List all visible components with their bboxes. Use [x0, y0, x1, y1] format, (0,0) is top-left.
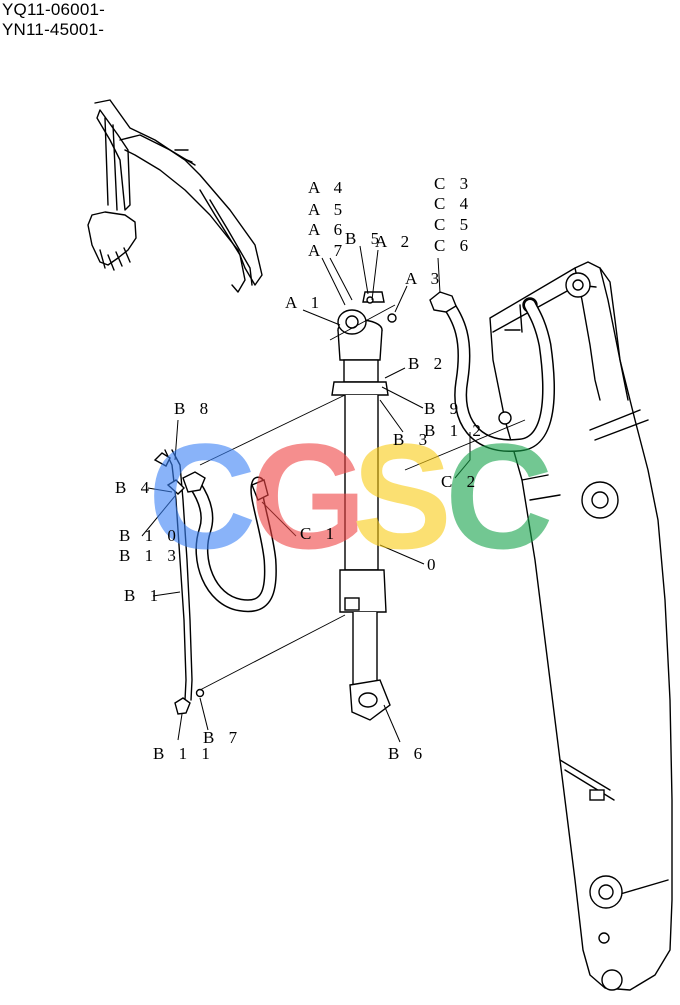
label-c1: C 1 [300, 524, 339, 543]
label-c5: C 5 [434, 215, 473, 234]
label-b1: B 1 [124, 586, 163, 605]
watermark-letter-1: C [148, 412, 256, 580]
label-b8: B 8 [174, 399, 213, 418]
label-b4: B 4 [115, 478, 154, 497]
label-c2: C 2 [441, 472, 480, 491]
pipe-b1 [153, 449, 205, 715]
label-a6: A 6 [308, 220, 347, 239]
label-a2: A 2 [375, 232, 414, 251]
label-c4: C 4 [434, 194, 473, 213]
label-b3: B 3 [393, 430, 432, 449]
label-a7: A 7 [308, 241, 347, 260]
hose-c2 [438, 293, 556, 453]
label-c6: C 6 [434, 236, 473, 255]
callout-labels: A 4 A 5 A 6 A 7 B 5 A 2 A 3 A 1 C 3 C 4 … [115, 174, 486, 763]
boom-structure [489, 261, 673, 991]
fittings [182, 291, 457, 501]
watermark-letter-4: C [445, 412, 553, 580]
label-b9: B 9 [424, 399, 463, 418]
serial-range-1: YQ11-06001- [2, 0, 106, 19]
label-b7: B 7 [203, 728, 242, 747]
label-a3: A 3 [405, 269, 444, 288]
assembly-lines [199, 304, 526, 691]
label-b13: B 1 3 [119, 546, 181, 565]
watermark-letter-3: S [352, 412, 452, 580]
label-a1: A 1 [285, 293, 324, 312]
leader-lines [141, 245, 471, 743]
serial-range-2: YN11-45001- [2, 20, 105, 39]
label-a4: A 4 [308, 178, 347, 197]
label-c3: C 3 [434, 174, 473, 193]
label-b5: B 5 [345, 229, 384, 248]
cgsc-watermark: C G S C [148, 412, 553, 580]
arm-cylinder [331, 291, 397, 721]
label-part-0: 0 [427, 555, 441, 574]
label-a5: A 5 [308, 200, 347, 219]
watermark-letter-2: G [250, 412, 367, 580]
label-b11: B 1 1 [153, 744, 215, 763]
arm-overview-illustration [87, 99, 263, 293]
label-b10: B 1 0 [119, 526, 181, 545]
label-b2: B 2 [408, 354, 447, 373]
label-b12: B 1 2 [424, 421, 486, 440]
label-b6: B 6 [388, 744, 427, 763]
